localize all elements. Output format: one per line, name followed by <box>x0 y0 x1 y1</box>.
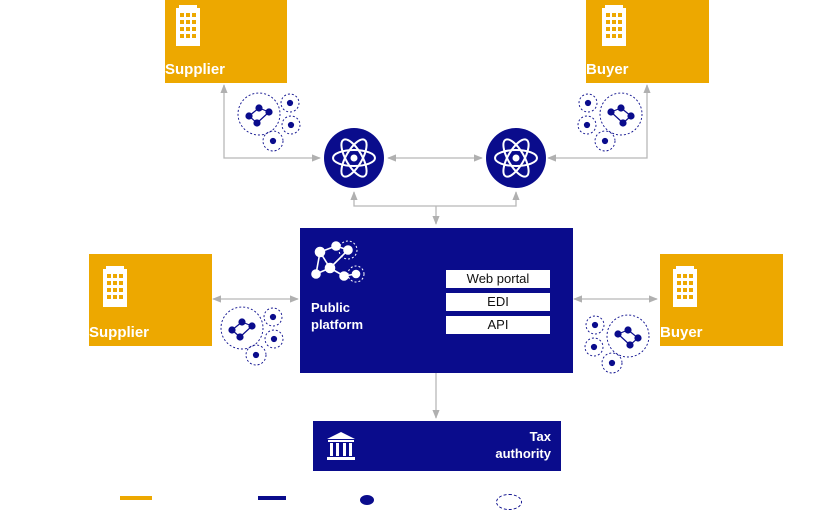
exchange-hub-right <box>486 128 546 188</box>
atom-icon <box>494 138 538 178</box>
building-icon <box>602 5 626 46</box>
exchange-hub-left <box>324 128 384 188</box>
channel-web-portal: Web portal <box>446 270 550 288</box>
legend-swatch-navy <box>258 496 286 500</box>
platform-label-line2: platform <box>311 317 363 332</box>
network-cluster-icon <box>577 92 643 152</box>
supplier-label: Supplier <box>89 324 150 341</box>
tax-label-line2: authority <box>495 446 551 461</box>
legend-swatch-network <box>496 494 522 510</box>
network-cluster-icon <box>237 92 301 152</box>
legend-swatch-circle <box>360 495 374 505</box>
platform-label-line1: Public <box>311 300 351 315</box>
network-icon <box>311 240 365 283</box>
supplier-node-top: Supplier <box>165 0 287 83</box>
building-icon <box>176 5 200 46</box>
buyer-node-top: Buyer <box>586 0 709 83</box>
tax-authority-node: Tax authority <box>313 421 561 471</box>
channel-edi: EDI <box>446 293 550 311</box>
atom-icon <box>332 138 376 178</box>
buyer-label: Buyer <box>586 61 629 78</box>
buyer-node-mid: Buyer <box>660 254 783 346</box>
channel-api: API <box>446 316 550 334</box>
building-icon <box>103 266 127 307</box>
buyer-label: Buyer <box>660 324 703 341</box>
supplier-node-mid: Supplier <box>89 254 212 346</box>
building-icon <box>673 266 697 307</box>
network-cluster-icon <box>220 306 284 366</box>
government-building-icon <box>327 432 355 460</box>
network-cluster-icon <box>584 314 650 374</box>
legend-swatch-orange <box>120 496 152 500</box>
supplier-label: Supplier <box>165 61 226 78</box>
tax-label-line1: Tax <box>529 429 551 444</box>
